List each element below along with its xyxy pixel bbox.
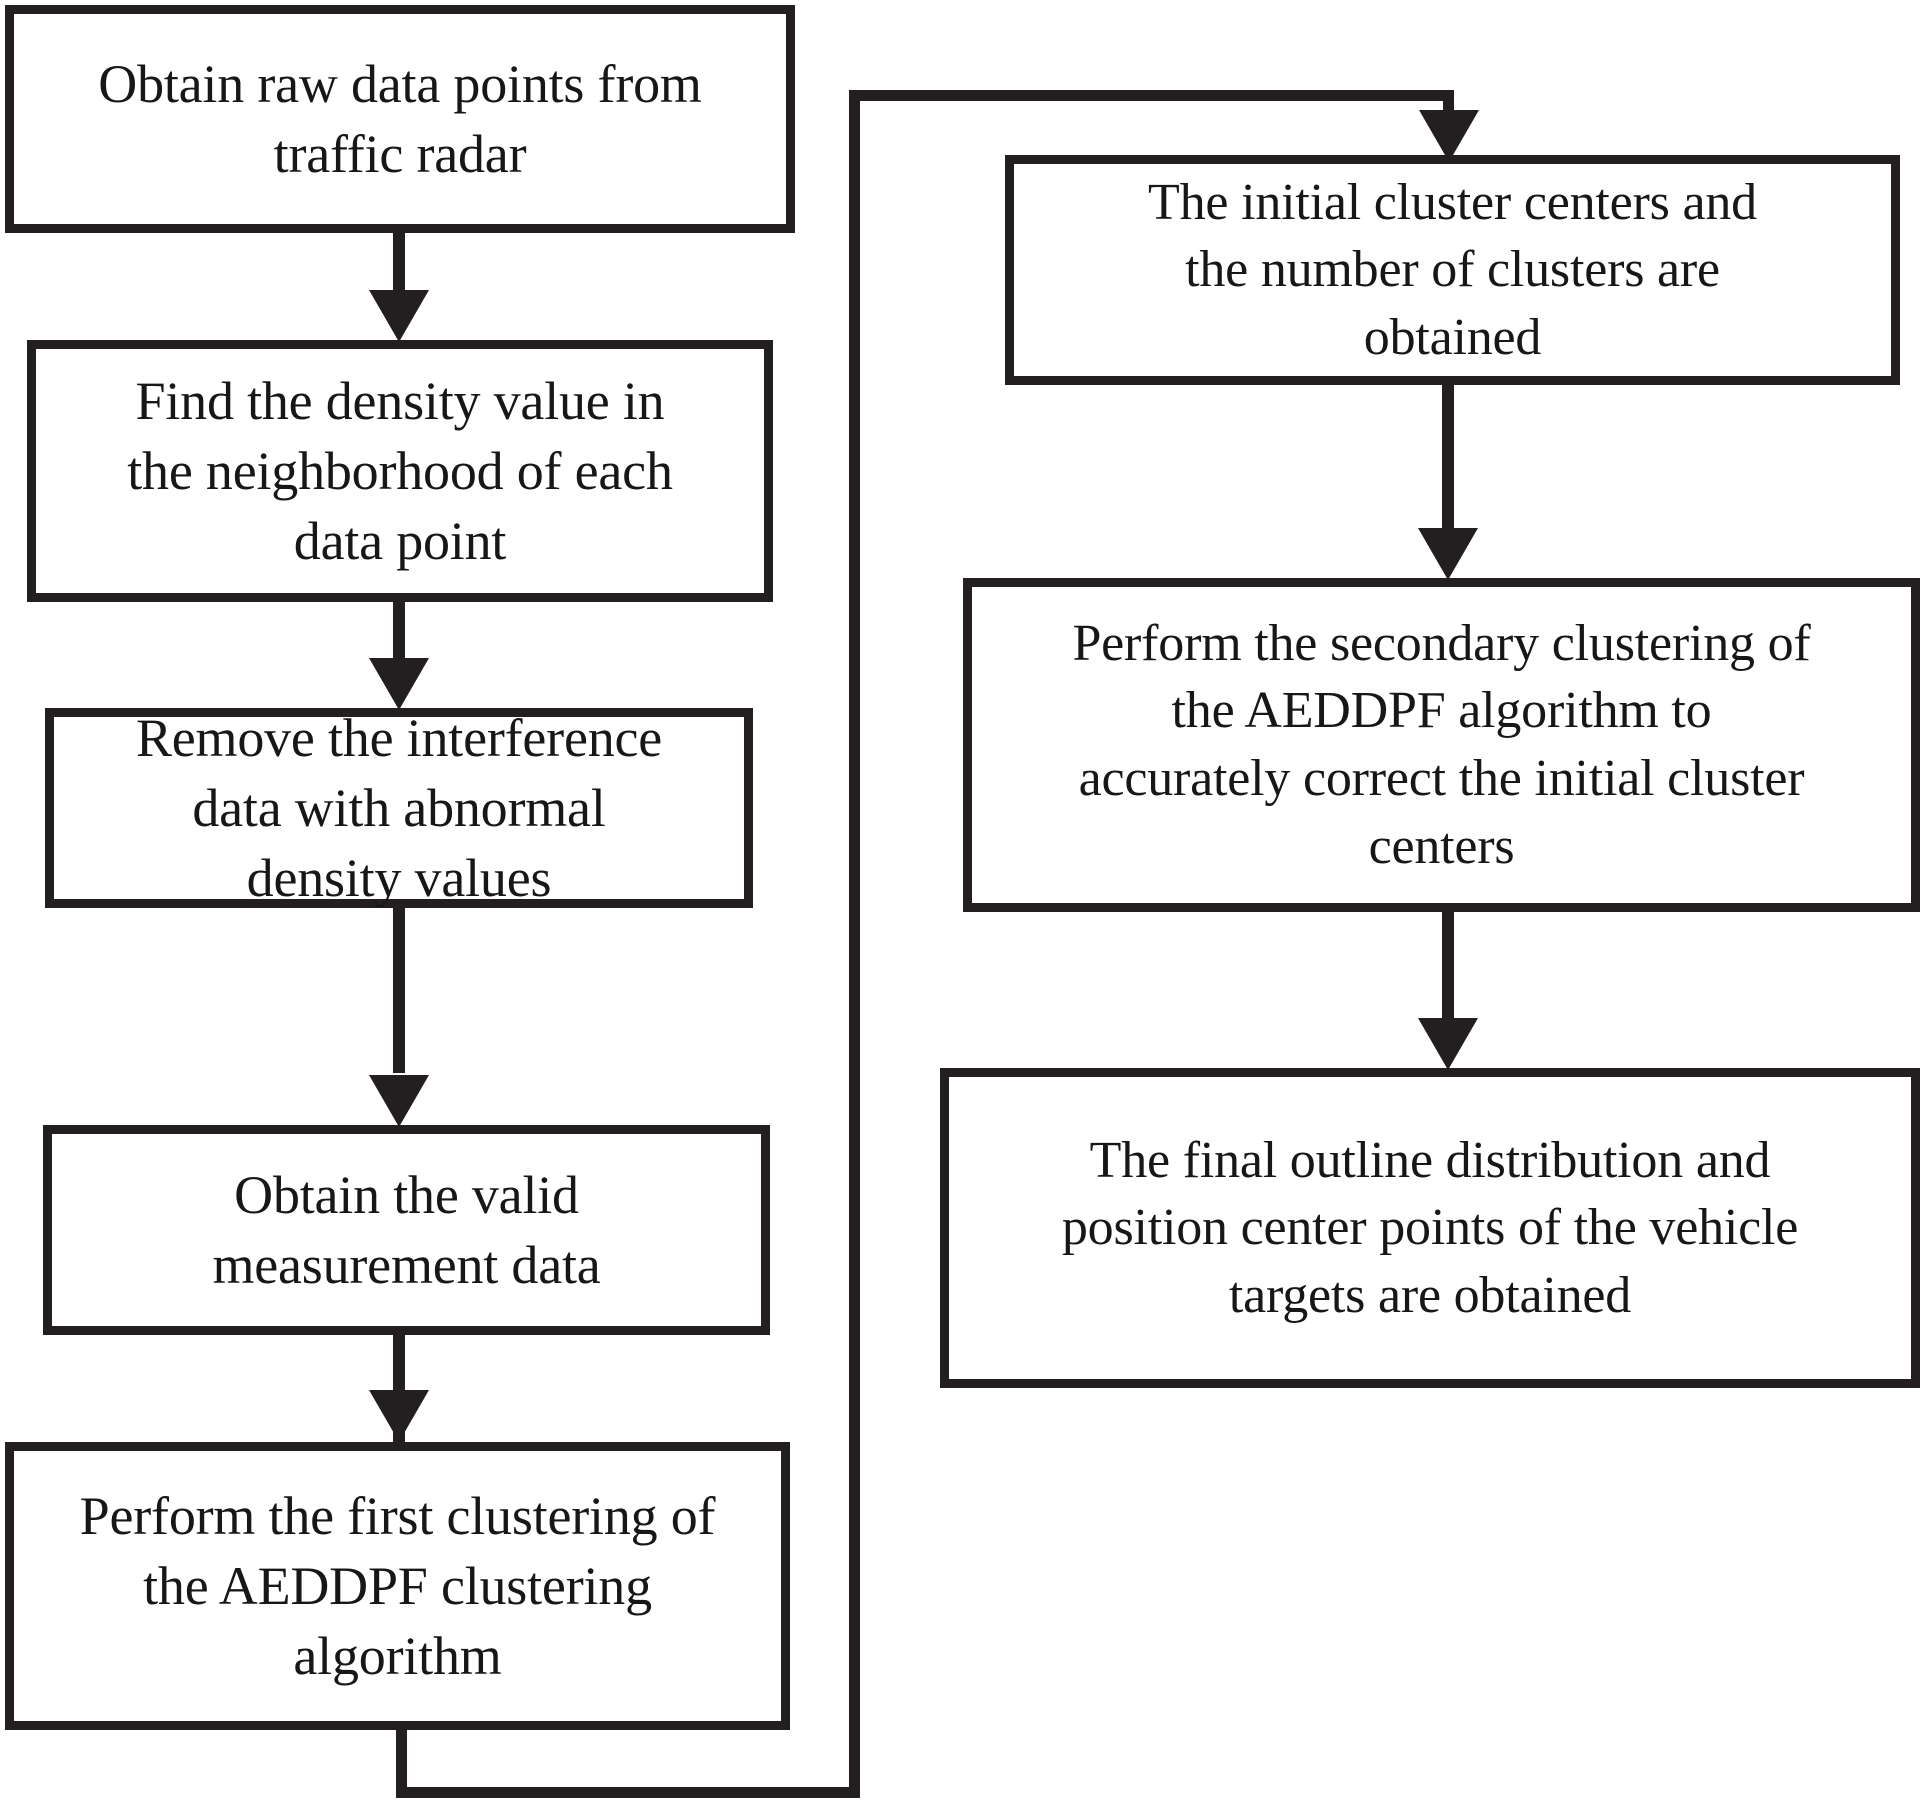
- process-node-label: Remove the interference data with abnorm…: [135, 707, 663, 909]
- process-node-label: Obtain the valid measurement data: [212, 1164, 601, 1295]
- connector-n5-n6-segment-up: [849, 90, 860, 1793]
- process-node-label: Obtain raw data points from traffic rada…: [98, 53, 702, 184]
- connector-n2-n3-arrowhead: [369, 658, 429, 710]
- connector-n6-n7-arrowhead: [1418, 528, 1478, 580]
- process-node-remove-interference-data[interactable]: Remove the interference data with abnorm…: [45, 708, 753, 908]
- connector-n5-n6-segment-top: [849, 90, 1454, 101]
- connector-n3-n4-line: [393, 908, 405, 1073]
- connector-n7-n8-arrowhead: [1418, 1018, 1478, 1070]
- process-node-secondary-clustering[interactable]: Perform the secondary clustering of the …: [963, 578, 1920, 912]
- process-node-label: Perform the secondary clustering of the …: [1072, 614, 1811, 875]
- connector-n5-n6-arrowhead: [1419, 110, 1479, 162]
- connector-n4-n5-arrowhead: [369, 1390, 429, 1442]
- process-node-label: Perform the first clustering of the AEDD…: [79, 1485, 716, 1687]
- process-node-initial-cluster-centers[interactable]: The initial cluster centers and the numb…: [1005, 155, 1900, 385]
- connector-n1-n2-line: [393, 233, 405, 295]
- process-node-label: Find the density value in the neighborho…: [127, 370, 673, 572]
- connector-n3-n4-arrowhead: [369, 1075, 429, 1127]
- connector-n7-n8-line: [1442, 912, 1454, 1022]
- connector-n6-n7-line: [1442, 385, 1454, 530]
- process-node-obtain-raw-data[interactable]: Obtain raw data points from traffic rada…: [5, 5, 795, 233]
- process-node-final-outline-distribution[interactable]: The final outline distribution and posit…: [940, 1068, 1920, 1388]
- process-node-obtain-valid-measurement-data[interactable]: Obtain the valid measurement data: [43, 1125, 770, 1335]
- connector-n5-n6-segment-bottom: [396, 1787, 860, 1798]
- process-node-label: The final outline distribution and posit…: [1061, 1131, 1799, 1324]
- process-node-label: The initial cluster centers and the numb…: [1148, 173, 1757, 366]
- connector-n5-n6-segment-down: [396, 1730, 407, 1798]
- process-node-find-density-value[interactable]: Find the density value in the neighborho…: [27, 340, 773, 602]
- process-node-first-clustering[interactable]: Perform the first clustering of the AEDD…: [5, 1442, 790, 1730]
- connector-n1-n2-arrowhead: [369, 290, 429, 342]
- connector-n2-n3-line: [393, 602, 405, 662]
